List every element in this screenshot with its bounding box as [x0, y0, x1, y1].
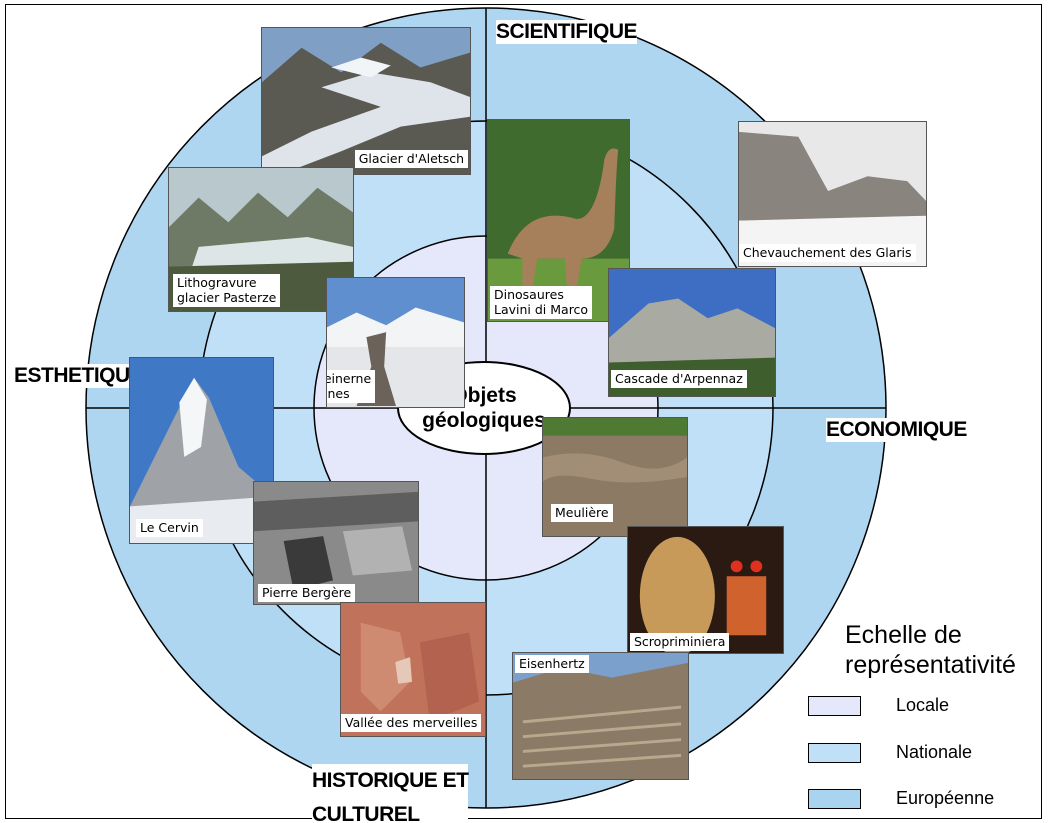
photo-pierre-bergere: Pierre Bergère	[253, 481, 419, 605]
caption-vallee: Vallée des merveilles	[341, 714, 482, 732]
photo-cervin: Le Cervin	[129, 357, 274, 544]
axis-label-esthetique: ESTHETIQUE	[14, 364, 144, 389]
legend-label-europeenne: Européenne	[896, 788, 995, 808]
legend-swatch-europeenne	[808, 789, 861, 809]
caption-cascade: Cascade d'Arpennaz	[611, 370, 747, 388]
axis-label-historique-culturel: HISTORIQUE ET CULTUREL	[312, 764, 469, 823]
caption-dinosaures: Dinosaures Lavini di Marco	[490, 285, 593, 319]
center-label: Objets géologiques	[422, 383, 546, 432]
legend-label-nationale: Nationale	[896, 742, 973, 762]
legend-swatch-nationale	[808, 743, 861, 763]
caption-chevauchement: Chevauchement des Glaris	[739, 244, 916, 262]
caption-scropriminiera: Scropriminiera	[630, 633, 730, 651]
caption-lithogravure: Lithogravure glacier Pasterze	[173, 273, 281, 307]
caption-meuliere: Meulière	[551, 504, 613, 522]
caption-cervin: Le Cervin	[136, 519, 203, 537]
caption-steinerne-agnes: Steinerne Agnes	[327, 369, 376, 403]
photo-eisenhertz: Eisenhertz	[512, 652, 689, 780]
photo-chevauchement: Chevauchement des Glaris	[738, 121, 927, 267]
caption-eisenhertz: Eisenhertz	[515, 655, 589, 673]
caption-glacier-aletsch: Glacier d'Aletsch	[354, 150, 468, 168]
photo-glacier-aletsch: Glacier d'Aletsch	[261, 27, 471, 175]
photo-dinosaures: Dinosaures Lavini di Marco	[487, 119, 630, 322]
photo-cascade: Cascade d'Arpennaz	[608, 268, 776, 397]
photo-vallee: Vallée des merveilles	[340, 602, 486, 737]
legend-swatch-locale	[808, 696, 861, 716]
photo-meuliere: Meulière	[542, 417, 688, 537]
photo-scropriminiera: Scropriminiera	[627, 526, 784, 654]
photo-steinerne-agnes: Steinerne Agnes	[326, 277, 465, 408]
figure-frame	[5, 4, 1042, 819]
axis-label-scientifique: SCIENTIFIQUE	[496, 20, 638, 45]
caption-pierre-bergere: Pierre Bergère	[258, 584, 356, 602]
axis-label-economique: ECONOMIQUE	[826, 418, 967, 443]
photo-lithogravure: Lithogravure glacier Pasterze	[168, 167, 354, 312]
legend-title: Echelle de représentativité	[845, 621, 1016, 679]
legend-label-locale: Locale	[896, 695, 950, 715]
